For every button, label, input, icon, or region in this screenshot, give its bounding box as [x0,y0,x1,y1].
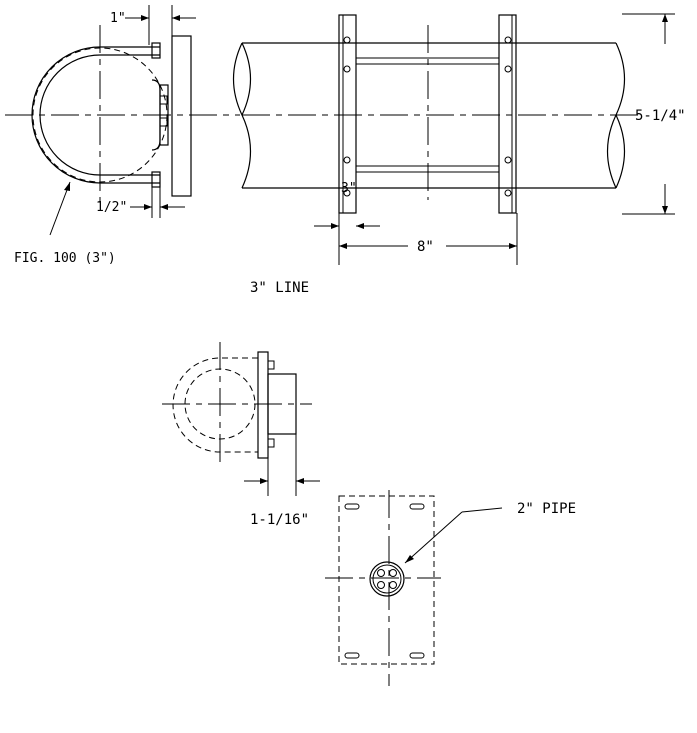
dim-8in-label: 8" [417,239,434,255]
mounting-plate [171,35,192,197]
dim-5-label: 5-1/4" [635,108,686,124]
bolt-hole [377,569,385,577]
small-nut-bottom [267,438,275,448]
bolt-hole [377,581,385,589]
u-bolt-inner [39,54,160,176]
slot [409,503,425,510]
slot [344,503,360,510]
bolt [504,65,512,73]
arrowhead [356,223,364,229]
pipe-label: 2" PIPE [517,501,576,517]
pipe-leader-tail [461,507,503,513]
arrowhead [144,204,152,210]
bolt-hole [389,581,397,589]
slot [409,652,425,659]
arrowhead [141,15,149,21]
arrowhead [260,478,268,484]
arrowhead [662,14,668,22]
plate-outline-hidden [338,495,435,665]
bolt [343,189,351,197]
fig-leader [49,181,71,236]
small-pipe-side-view: 1-1/16" [162,342,320,528]
bolt [504,189,512,197]
bolt-hole [389,569,397,577]
strap-right [498,14,517,214]
dim-1-1-16-label: 1-1/16" [250,512,309,528]
arrowhead [662,206,668,214]
pipe-break-left-b [241,42,251,116]
arrowhead [331,223,339,229]
u-bolt-thread-bottom [151,171,161,188]
u-bolt-thread-top [151,42,161,59]
dim-1in-label: 1" [110,11,126,26]
clamp-block [159,84,169,146]
arrowhead [172,15,180,21]
arrowhead [296,478,304,484]
u-bolt-outer [31,46,160,184]
pipe-outer-circle [369,561,405,597]
dim-3in-small-label: 3" [341,181,357,196]
arrowhead [405,555,414,563]
small-pipe-circle [184,368,256,440]
pipe-inner-circle [372,564,402,594]
pipe-leader [404,511,463,564]
line-label: 3" LINE [250,280,309,296]
arrowhead [160,204,168,210]
u-bolt-side-view: 1" 1/2" FIG. 100 (3") [5,5,240,266]
slot [344,652,360,659]
small-u-bolt-hidden [172,357,258,453]
bolt [343,36,351,44]
plate-front-view: 2" PIPE [325,490,576,686]
arrowhead [64,182,70,191]
arrowhead [339,243,347,249]
arrowhead [509,243,517,249]
nut-bottom [159,117,168,127]
bolt [343,156,351,164]
bolt [504,156,512,164]
pipe-hidden-circle [32,47,168,183]
strap-left [338,14,357,214]
small-block [267,373,297,435]
bolt [343,65,351,73]
pipe-break-right-b [615,114,625,189]
small-nut-top [267,360,275,370]
pipe-plan-view: 3" 8" 5-1/4" 3" LINE [233,13,686,296]
fig-label: FIG. 100 (3") [14,251,116,266]
small-plate [257,351,269,459]
bolt [504,36,512,44]
dim-half-label: 1/2" [96,200,127,215]
nut-top [159,95,168,105]
